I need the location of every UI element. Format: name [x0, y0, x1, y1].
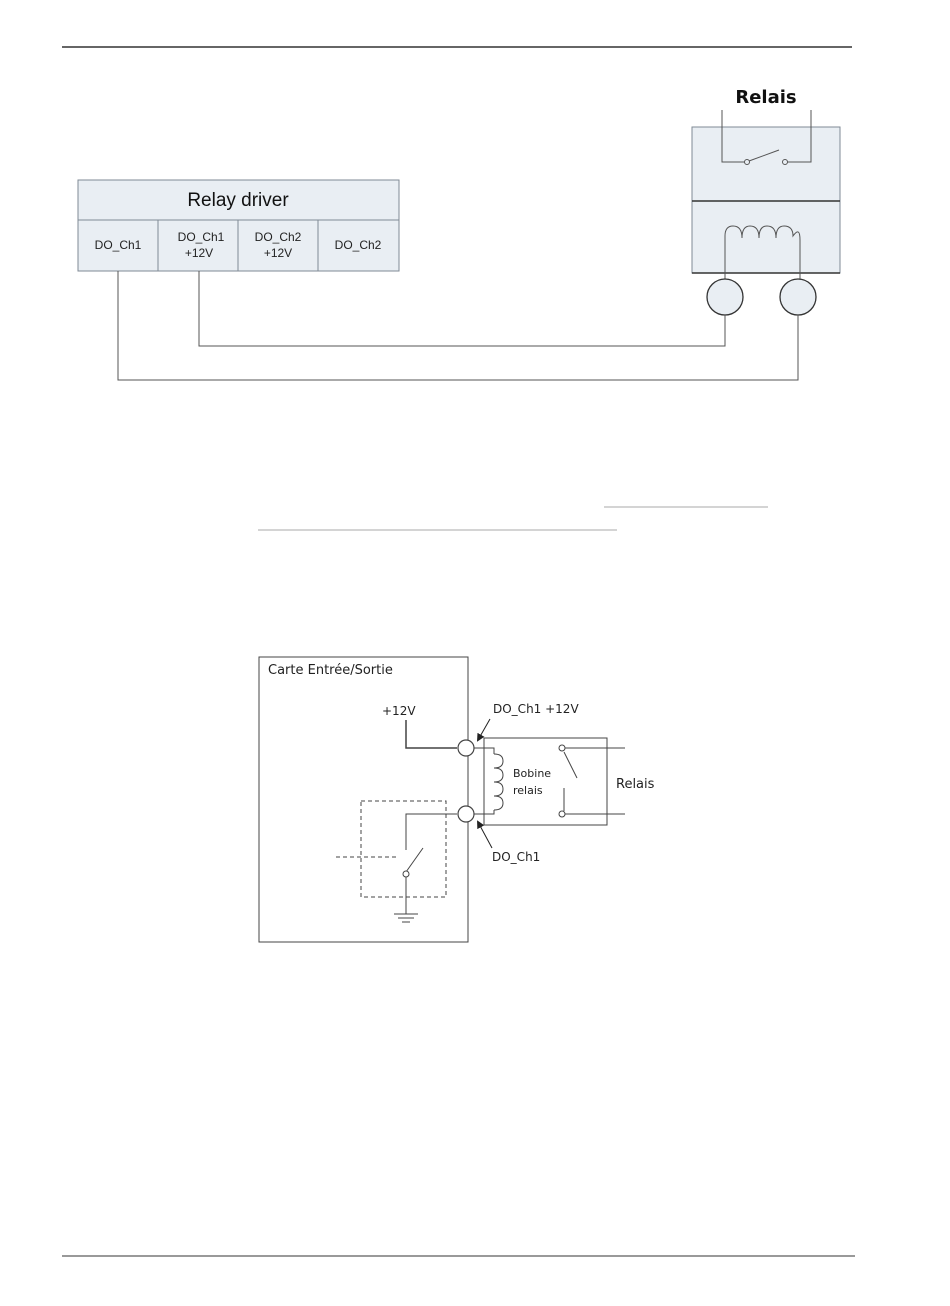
terminal-bottom-label: DO_Ch1 — [492, 850, 540, 864]
wire-do-ch1-12v — [199, 271, 725, 346]
terminal-sublabel: +12V — [264, 246, 292, 260]
io-board-label: Carte Entrée/Sortie — [268, 663, 393, 678]
coil-label: Bobine — [513, 767, 551, 780]
driver-switch-symbol — [336, 814, 457, 922]
wires — [118, 271, 798, 380]
io-board-outline — [259, 657, 468, 942]
wiring-diagram: Relay driver DO_Ch1 DO_Ch1 +12V DO_Ch2 +… — [78, 87, 840, 380]
terminal-bottom — [458, 806, 474, 822]
relay-coil-symbol — [474, 748, 503, 814]
terminal-top-label: DO_Ch1 +12V — [493, 702, 579, 716]
relay-driver-title: Relay driver — [187, 190, 289, 211]
terminal-label: DO_Ch2 — [335, 238, 382, 252]
relay-block: Relais — [692, 87, 840, 315]
relay-title: Relais — [735, 87, 796, 108]
relay-terminal-right — [780, 279, 816, 315]
schematic-diagram: Carte Entrée/Sortie +12V DO_Ch1 +12V DO_… — [259, 657, 655, 942]
relay-driver-block: Relay driver DO_Ch1 DO_Ch1 +12V DO_Ch2 +… — [78, 180, 399, 271]
relay-label: Relais — [616, 777, 655, 792]
terminal-top — [458, 740, 474, 756]
terminal-label: DO_Ch1 — [178, 230, 225, 244]
arrow-top — [478, 719, 490, 740]
supply-wire — [406, 720, 457, 748]
terminal-label: DO_Ch1 — [95, 238, 142, 252]
terminal-label: DO_Ch2 — [255, 230, 302, 244]
coil-label: relais — [513, 784, 543, 797]
relay-terminal-left — [707, 279, 743, 315]
supply-label: +12V — [382, 704, 416, 718]
relay-box — [484, 738, 607, 825]
wire-do-ch1 — [118, 271, 798, 380]
driver-switch-box — [361, 801, 446, 897]
arrow-bottom — [478, 822, 492, 848]
terminal-sublabel: +12V — [185, 246, 213, 260]
